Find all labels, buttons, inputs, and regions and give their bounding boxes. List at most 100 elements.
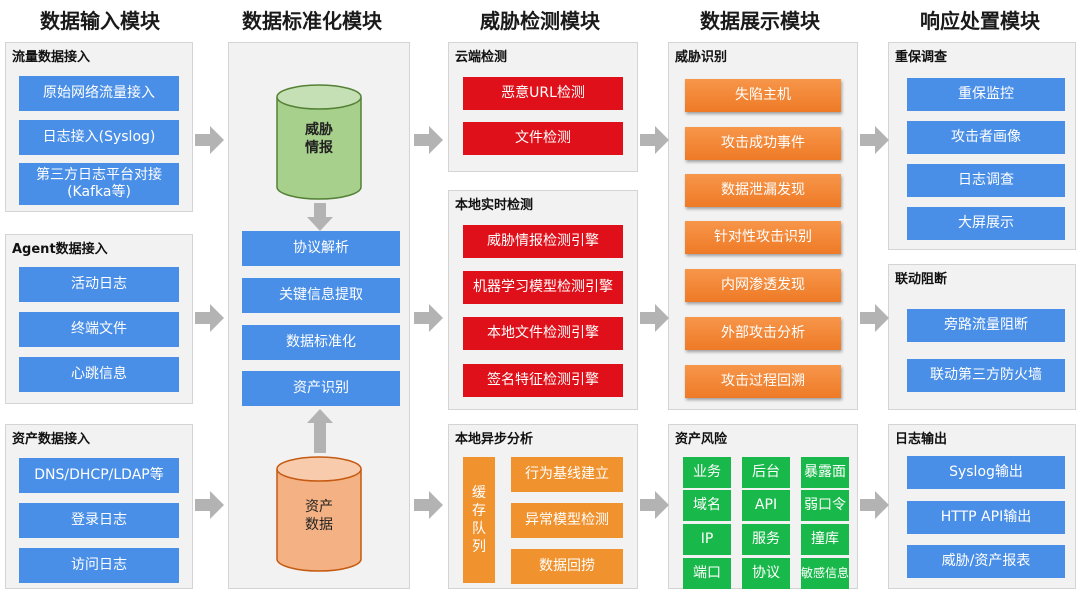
asset-risk-cell: IP xyxy=(683,524,731,555)
asset-risk-cell: 端口 xyxy=(683,558,731,589)
third-party-log-box: 第三方日志平台对接 (Kafka等) xyxy=(19,163,179,205)
bypass-block-box: 旁路流量阻断 xyxy=(907,309,1065,342)
cache-queue-char: 存 xyxy=(472,503,486,519)
column-title-response: 响应处置模块 xyxy=(920,9,1040,33)
arrow-right-icon xyxy=(860,491,889,519)
asset-input-title: 资产数据接入 xyxy=(12,432,91,447)
arrow-right-icon xyxy=(640,304,669,332)
log-investigate-box: 日志调查 xyxy=(907,164,1065,197)
compromised-host-box: 失陷主机 xyxy=(685,79,841,112)
investigate-panel: 重保调查 重保监控 攻击者画像 日志调查 大屏展示 xyxy=(888,42,1076,250)
endpoint-file-box: 终端文件 xyxy=(19,312,179,347)
block-title: 联动阻断 xyxy=(895,272,948,287)
login-log-box: 登录日志 xyxy=(19,503,179,538)
arrow-right-icon xyxy=(414,126,443,154)
asset-data-label-line1: 资产 xyxy=(305,499,333,515)
asset-risk-cell: API xyxy=(742,490,790,521)
asset-data-label: 资产 数据 xyxy=(275,498,363,534)
asset-risk-cell: 协议 xyxy=(742,558,790,589)
threat-identify-title: 威胁识别 xyxy=(675,50,728,65)
block-panel: 联动阻断 旁路流量阻断 联动第三方防火墙 xyxy=(888,264,1076,410)
file-detect-box: 文件检测 xyxy=(463,122,623,155)
signature-engine-box: 签名特征检测引擎 xyxy=(463,364,623,397)
log-output-title: 日志输出 xyxy=(895,432,948,447)
asset-risk-cell: 后台 xyxy=(742,457,790,488)
column-title-detect: 威胁检测模块 xyxy=(480,9,600,33)
asset-risk-cell: 域名 xyxy=(683,490,731,521)
report-box: 威胁/资产报表 xyxy=(907,545,1065,578)
access-log-box: 访问日志 xyxy=(19,548,179,583)
arrow-right-icon xyxy=(640,126,669,154)
arrow-right-icon xyxy=(195,304,224,332)
cloud-detect-title: 云端检测 xyxy=(455,50,508,65)
column-title-standard: 数据标准化模块 xyxy=(242,9,382,33)
asset-risk-cell: 敏感信息 xyxy=(801,558,849,589)
asset-risk-cell: 暴露面 xyxy=(801,457,849,488)
cache-queue-char: 列 xyxy=(472,539,486,555)
threat-intel-label-line1: 威胁 xyxy=(305,122,333,138)
arrow-right-icon xyxy=(414,304,443,332)
arrow-down-icon xyxy=(307,203,333,231)
cache-queue-char: 缓 xyxy=(472,485,486,501)
threat-intel-cylinder-icon xyxy=(276,84,362,200)
standardization-panel: 威胁 情报 协议解析 关键信息提取 数据标准化 资产识别 资产 数据 xyxy=(228,42,410,589)
arrow-right-icon xyxy=(860,304,889,332)
local-file-engine-box: 本地文件检测引擎 xyxy=(463,317,623,350)
activity-log-box: 活动日志 xyxy=(19,267,179,302)
ml-engine-box: 机器学习模型检测引擎 xyxy=(463,271,623,304)
local-realtime-panel: 本地实时检测 威胁情报检测引擎 机器学习模型检测引擎 本地文件检测引擎 签名特征… xyxy=(448,190,638,410)
arrow-right-icon xyxy=(860,126,889,154)
cloud-detect-panel: 云端检测 恶意URL检测 文件检测 xyxy=(448,42,638,172)
investigate-title: 重保调查 xyxy=(895,50,948,65)
attack-trace-box: 攻击过程回溯 xyxy=(685,365,841,398)
anomaly-model-box: 异常模型检测 xyxy=(511,503,623,538)
intel-engine-box: 威胁情报检测引擎 xyxy=(463,225,623,258)
threat-identify-panel: 威胁识别 失陷主机 攻击成功事件 数据泄漏发现 针对性攻击识别 内网渗透发现 外… xyxy=(668,42,858,410)
agent-input-title: Agent数据接入 xyxy=(12,242,108,257)
key-info-extract-box: 关键信息提取 xyxy=(242,278,400,313)
async-analysis-title: 本地异步分析 xyxy=(455,432,534,447)
arrow-right-icon xyxy=(195,126,224,154)
asset-risk-cell: 业务 xyxy=(683,457,731,488)
arrow-right-icon xyxy=(195,491,224,519)
cache-queue-box: 缓 存 队 列 xyxy=(463,457,495,583)
attack-success-box: 攻击成功事件 xyxy=(685,127,841,160)
threat-intel-label-line2: 情报 xyxy=(305,140,333,156)
big-screen-box: 大屏展示 xyxy=(907,207,1065,240)
arrow-up-icon xyxy=(307,409,333,453)
asset-data-cylinder-icon xyxy=(276,456,362,572)
data-retrieval-box: 数据回捞 xyxy=(511,549,623,584)
key-monitor-box: 重保监控 xyxy=(907,78,1065,111)
syslog-output-box: Syslog输出 xyxy=(907,456,1065,489)
local-realtime-title: 本地实时检测 xyxy=(455,198,534,213)
asset-data-label-line2: 数据 xyxy=(305,517,333,533)
heartbeat-box: 心跳信息 xyxy=(19,357,179,392)
agent-input-panel: Agent数据接入 活动日志 终端文件 心跳信息 xyxy=(5,234,193,404)
third-party-log-line2: (Kafka等) xyxy=(67,184,131,200)
http-api-output-box: HTTP API输出 xyxy=(907,501,1065,534)
log-output-panel: 日志输出 Syslog输出 HTTP API输出 威胁/资产报表 xyxy=(888,424,1076,589)
attacker-profile-box: 攻击者画像 xyxy=(907,121,1065,154)
asset-input-panel: 资产数据接入 DNS/DHCP/LDAP等 登录日志 访问日志 xyxy=(5,424,193,589)
threat-intel-label: 威胁 情报 xyxy=(275,121,363,157)
traffic-input-title: 流量数据接入 xyxy=(12,50,91,65)
arrow-right-icon xyxy=(414,491,443,519)
traffic-input-panel: 流量数据接入 原始网络流量接入 日志接入(Syslog) 第三方日志平台对接 (… xyxy=(5,42,193,212)
asset-risk-cell: 弱口令 xyxy=(801,490,849,521)
column-title-input: 数据输入模块 xyxy=(40,9,160,33)
protocol-parse-box: 协议解析 xyxy=(242,231,400,266)
third-party-log-line1: 第三方日志平台对接 xyxy=(36,167,162,183)
asset-identify-box: 资产识别 xyxy=(242,371,400,406)
firewall-link-box: 联动第三方防火墙 xyxy=(907,359,1065,392)
async-analysis-panel: 本地异步分析 缓 存 队 列 行为基线建立 异常模型检测 数据回捞 xyxy=(448,424,638,589)
baseline-box: 行为基线建立 xyxy=(511,457,623,492)
raw-traffic-box: 原始网络流量接入 xyxy=(19,76,179,111)
cache-queue-char: 队 xyxy=(472,521,486,537)
targeted-attack-box: 针对性攻击识别 xyxy=(685,221,841,254)
data-leak-box: 数据泄漏发现 xyxy=(685,174,841,207)
dns-dhcp-ldap-box: DNS/DHCP/LDAP等 xyxy=(19,458,179,493)
data-standardize-box: 数据标准化 xyxy=(242,325,400,360)
asset-risk-title: 资产风险 xyxy=(675,432,728,447)
syslog-box: 日志接入(Syslog) xyxy=(19,120,179,155)
